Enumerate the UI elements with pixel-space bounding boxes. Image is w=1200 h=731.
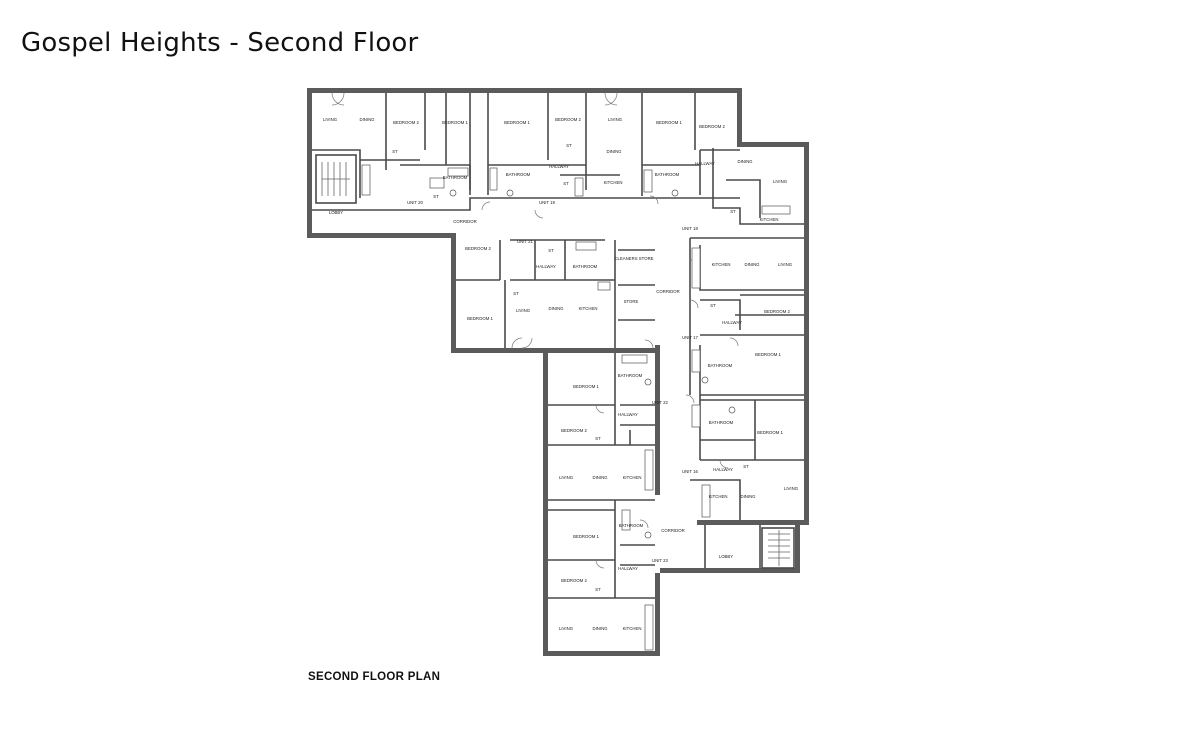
room-label: KITCHEN <box>623 475 642 480</box>
room-label: BATHROOM <box>709 420 734 425</box>
room-label: ST <box>566 143 572 148</box>
room-label: ST <box>595 587 601 592</box>
room-label: STORE <box>624 299 639 304</box>
room-label: BATHROOM <box>619 523 644 528</box>
room-label: UNIT 18 <box>682 226 699 231</box>
room-label: BATHROOM <box>443 175 468 180</box>
room-label: LIVING <box>559 626 574 631</box>
room-label: UNIT 17 <box>682 335 699 340</box>
door-swings <box>331 92 739 569</box>
bathroom-fixtures <box>429 167 736 539</box>
room-label: BEDROOM 2 <box>561 578 587 583</box>
room-label: DINING <box>740 494 756 499</box>
room-label: HALLWAY <box>618 412 638 417</box>
room-label: BEDROOM 2 <box>699 124 725 129</box>
room-label: ST <box>743 464 749 469</box>
room-label: HALLWAY <box>722 320 742 325</box>
room-label: HALLWAY <box>695 161 715 166</box>
kitchen-counters <box>361 164 791 651</box>
room-label: BATHROOM <box>708 363 733 368</box>
room-label: KITCHEN <box>623 626 642 631</box>
room-label: ST <box>730 209 736 214</box>
room-label: DINING <box>737 159 753 164</box>
room-label: ST <box>392 149 398 154</box>
room-label: DINING <box>592 626 608 631</box>
room-label: BATHROOM <box>573 264 598 269</box>
room-label: DINING <box>548 306 564 311</box>
plan-caption: SECOND FLOOR PLAN <box>308 671 441 683</box>
room-label: UNIT 22 <box>652 400 669 405</box>
room-label: BEDROOM 2 <box>393 120 419 125</box>
stair-core-west <box>315 154 357 204</box>
room-label: KITCHEN <box>604 180 623 185</box>
room-label: BEDROOM 1 <box>504 120 530 125</box>
outer-walls <box>307 88 809 656</box>
room-label: BEDROOM 2 <box>555 117 581 122</box>
room-label: CLEANERS STORE <box>614 256 653 261</box>
room-label: CORRIDOR <box>661 528 684 533</box>
room-label: UNIT 16 <box>682 469 699 474</box>
room-label: DINING <box>606 149 622 154</box>
interior-walls <box>312 93 804 599</box>
room-label: LOBBY <box>329 210 343 215</box>
room-label: BEDROOM 1 <box>573 384 599 389</box>
room-label: HALLWAY <box>549 164 569 169</box>
room-label: BEDROOM 2 <box>465 246 491 251</box>
room-label: HALLWAY <box>536 264 556 269</box>
room-label: LIVING <box>784 486 799 491</box>
room-label: LIVING <box>516 308 531 313</box>
room-label: LIVING <box>323 117 338 122</box>
room-label: DINING <box>359 117 375 122</box>
room-label: ST <box>548 248 554 253</box>
room-label: LIVING <box>778 262 793 267</box>
room-label: CORRIDOR <box>656 289 679 294</box>
room-label: HALLWAY <box>713 467 733 472</box>
room-label: BEDROOM 1 <box>755 352 781 357</box>
room-label: LIVING <box>608 117 623 122</box>
room-label: DINING <box>744 262 760 267</box>
room-label: ST <box>433 194 439 199</box>
room-label: BATHROOM <box>506 172 531 177</box>
room-label: UNIT 21 <box>517 239 534 244</box>
room-label: BEDROOM 1 <box>467 316 493 321</box>
room-label: KITCHEN <box>760 217 779 222</box>
room-label: KITCHEN <box>712 262 731 267</box>
page-title: Gospel Heights - Second Floor <box>21 28 419 58</box>
room-label: DINING <box>592 475 608 480</box>
room-label: LIVING <box>559 475 574 480</box>
stair-core-east <box>761 527 795 569</box>
room-label: BEDROOM 1 <box>757 430 783 435</box>
room-label: UNIT 23 <box>652 558 669 563</box>
room-label: BEDROOM 1 <box>442 120 468 125</box>
room-label: ST <box>595 436 601 441</box>
room-label: KITCHEN <box>709 494 728 499</box>
room-label: LOBBY <box>719 554 733 559</box>
room-label: BATHROOM <box>655 172 680 177</box>
room-label: ST <box>563 181 569 186</box>
room-label: BEDROOM 1 <box>573 534 599 539</box>
room-label: LIVING <box>773 179 788 184</box>
room-label: HALLWAY <box>618 566 638 571</box>
room-label: BATHROOM <box>618 373 643 378</box>
room-label: ST <box>513 291 519 296</box>
room-label: UNIT 20 <box>407 200 424 205</box>
room-label: ST <box>710 303 716 308</box>
room-label: UNIT 19 <box>539 200 556 205</box>
room-label: BEDROOM 2 <box>764 309 790 314</box>
room-label: CORRIDOR <box>453 219 476 224</box>
room-label: BEDROOM 2 <box>561 428 587 433</box>
room-label: KITCHEN <box>579 306 598 311</box>
room-label: BEDROOM 1 <box>656 120 682 125</box>
room-labels: LIVING DINING BEDROOM 2 BEDROOM 1 ST BAT… <box>323 117 799 631</box>
